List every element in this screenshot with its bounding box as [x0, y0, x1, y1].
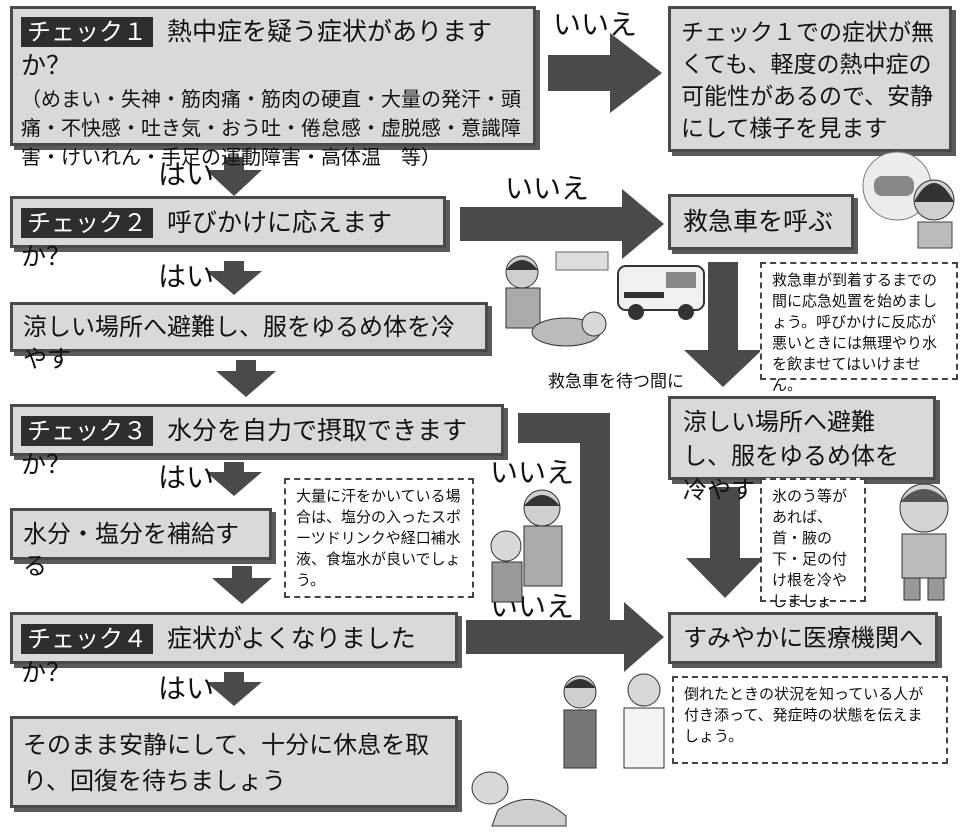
arrow-right-check2-no — [460, 189, 664, 259]
ambulance-illustration — [617, 265, 705, 320]
arrow-check3-no — [518, 413, 610, 626]
label-yes-1: はい — [158, 158, 215, 191]
label-no-2: いいえ — [505, 172, 590, 205]
medical-text: すみやかに医療機関へ — [683, 624, 923, 652]
arrow-down-yes-4 — [206, 672, 262, 706]
cool-down-right-text: 涼しい場所へ避難し、服をゆるめ体を冷やす — [683, 408, 899, 504]
check1-no-result-text: チェック１での症状が無くても、軽度の熱中症の可能性があるので、安静にして様子を見… — [681, 20, 934, 142]
phone-caller-illustration — [862, 151, 955, 249]
cool-down-left-text: 涼しい場所へ避難し、服をゆるめ体を冷やす — [23, 313, 455, 373]
rest-text: そのまま安静にして、十分に休息を取り、回復を待ちましょう — [23, 731, 430, 795]
check3-question: 水分を自力で摂取できますか？ — [21, 416, 468, 479]
child-with-icepack-illustration — [899, 483, 949, 601]
call-ambulance-text: 救急車を呼ぶ — [683, 207, 834, 236]
check3-tag: チェック３ — [21, 416, 153, 446]
label-no-3: いいえ — [490, 456, 575, 489]
check1-no-result-box: チェック１での症状が無くても、軽度の熱中症の可能性があるので、安静にして様子を見… — [668, 6, 952, 152]
ice-note: 氷のう等があれば、首・腋の下・足の付け根を冷やしましょう。 — [760, 478, 866, 631]
hydrate-box: 水分・塩分を補給する — [10, 508, 272, 580]
arrow-down-yes-2 — [206, 261, 262, 295]
arrow-down-yes-1 — [206, 157, 262, 196]
rest-box: そのまま安静にして、十分に休息を取り、回復を待ちましょう — [10, 716, 458, 808]
cool-down-right-box: 涼しい場所へ避難し、服をゆるめ体を冷やす — [668, 396, 936, 504]
sweat-note: 大量に汗をかいている場合は、塩分の入ったスポーツドリンクや経口補水液、食塩水が良… — [284, 478, 474, 598]
witness-note: 倒れたときの状況を知っている人が付き添って、発症時の状態を伝えましょう。 — [672, 676, 948, 764]
ambulance-box: 救急車を呼ぶ — [668, 194, 854, 250]
label-yes-3: はい — [158, 461, 215, 494]
hydrate-text: 水分・塩分を補給する — [23, 520, 239, 580]
check1-symptoms: （めまい・失神・筋肉痛・筋肉の硬直・大量の発汗・頭痛・不快感・吐き気・おう吐・倦… — [21, 87, 521, 169]
cool-down-left-box: 涼しい場所へ避難し、服をゆるめ体を冷やす — [10, 302, 488, 373]
arrow-down-ambulance — [684, 262, 762, 387]
medical-box: すみやかに医療機関へ — [668, 612, 938, 664]
ambulance-note: 救急車が到着するまでの間に応急処置を始めましょう。呼びかけに反応が悪いときには無… — [760, 262, 958, 394]
caregiver-illustration — [505, 251, 609, 347]
label-yes-4: はい — [158, 672, 215, 705]
label-no-1: いいえ — [553, 8, 638, 41]
check2-question: 呼びかけに応えますか？ — [21, 208, 393, 271]
doctor-patient-illustration — [563, 673, 665, 769]
arrow-right-check4-no — [466, 602, 664, 672]
check4-tag: チェック４ — [21, 624, 153, 654]
check2-tag: チェック２ — [21, 208, 153, 238]
arrow-down-3 — [216, 360, 276, 397]
resting-person-illustration — [471, 771, 567, 827]
check1-tag: チェック１ — [21, 17, 153, 47]
check1-question: 熱中症を疑う症状がありますか？ — [21, 17, 493, 80]
arrow-down-4 — [212, 566, 272, 604]
arrow-down-cooldown — [686, 487, 764, 598]
label-yes-2: はい — [158, 260, 215, 293]
arrow-right-check1-no — [548, 33, 662, 113]
check4-question: 症状がよくなりましたか？ — [21, 624, 416, 687]
drinking-illustration — [490, 489, 563, 603]
arrow-down-yes-3 — [206, 462, 262, 496]
while-waiting-label: 救急車を待つ間に — [548, 372, 684, 392]
